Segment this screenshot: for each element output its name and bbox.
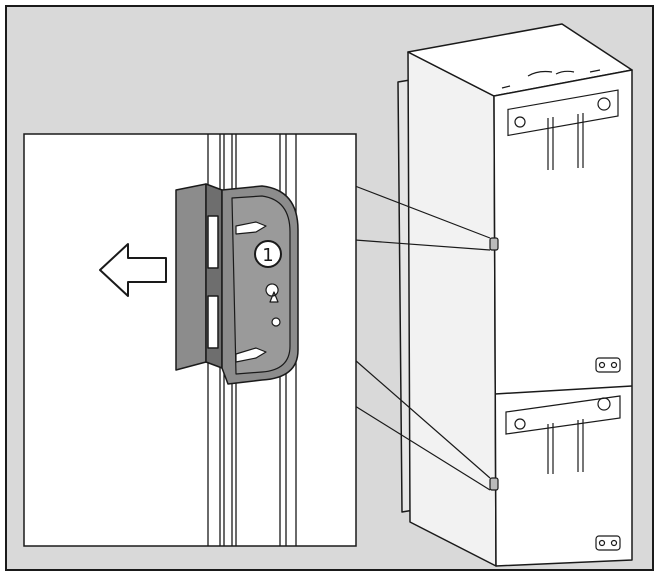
callout-number: 1 xyxy=(262,245,273,266)
arrow-left-icon xyxy=(99,243,167,297)
bracket-front-face xyxy=(231,195,291,375)
detail-panel: 1 xyxy=(23,133,357,547)
bracket-slot-upper xyxy=(207,215,219,269)
bracket-hook-lower xyxy=(235,347,267,363)
bracket-slot-lower xyxy=(207,295,219,349)
bracket-screw-hole xyxy=(271,317,281,327)
bracket-back-plate xyxy=(175,183,207,371)
hinge-bracket xyxy=(175,183,299,385)
door-split-line xyxy=(494,385,633,395)
circled-number-icon: 1 xyxy=(254,240,282,268)
fridge-top-details xyxy=(501,69,601,89)
zoom-leader-lines xyxy=(354,185,491,491)
fridge-front-face xyxy=(493,69,633,567)
lower-door-details xyxy=(505,395,621,551)
refrigerator xyxy=(397,23,633,567)
fridge-hinge-points xyxy=(489,237,499,491)
bracket-hook-upper xyxy=(235,221,267,235)
fridge-side-face xyxy=(407,51,497,567)
upper-door-details xyxy=(507,89,621,373)
bracket-keyhole xyxy=(265,283,279,303)
